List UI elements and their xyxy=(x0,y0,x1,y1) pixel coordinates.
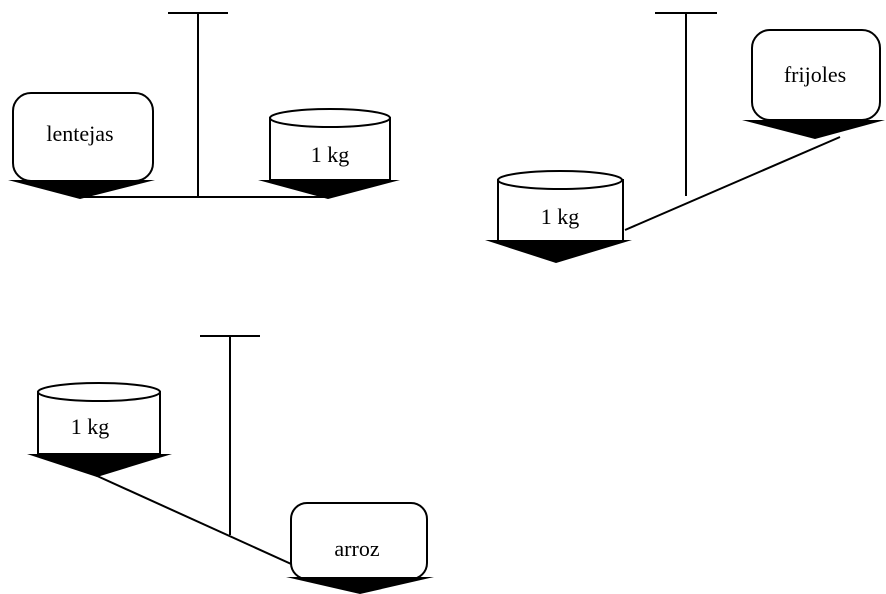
scale-3-weight-top xyxy=(37,382,161,402)
scale-3-left-pan-plate xyxy=(27,454,172,477)
scale-balanced: lentejas 1 kg xyxy=(8,12,400,199)
scale-1-weight-label: 1 kg xyxy=(311,142,350,167)
scale-3-weight-label: 1 kg xyxy=(71,414,110,439)
scale-3-right-pan: arroz xyxy=(286,502,434,594)
scale-tilted-left-up: 1 kg arroz xyxy=(27,335,434,594)
scale-1-right-pan: 1 kg xyxy=(258,108,400,199)
scale-2-right-pan: frijoles xyxy=(742,29,885,139)
scale-tilted-right-up: 1 kg frijoles xyxy=(485,12,885,263)
scale-3-left-pan: 1 kg xyxy=(27,382,172,477)
scale-2-left-pan-plate xyxy=(485,240,632,263)
scale-2-right-pan-plate xyxy=(742,120,885,139)
scale-3-beam xyxy=(94,474,301,569)
scale-3-right-pan-plate xyxy=(286,577,434,594)
scale-1-left-pan-plate xyxy=(8,180,155,199)
scale-1-right-pan-plate xyxy=(258,180,400,199)
lentejas-label: lentejas xyxy=(46,121,113,146)
scale-3-weight-body xyxy=(37,391,161,455)
frijoles-label: frijoles xyxy=(784,62,846,87)
scale-2-weight-top xyxy=(497,170,623,190)
scale-1-weight-top xyxy=(269,108,391,128)
scale-1-left-pan: lentejas xyxy=(8,92,155,199)
scale-2-left-pan: 1 kg xyxy=(485,170,632,263)
scale-2-weight-label: 1 kg xyxy=(541,204,580,229)
arroz-label: arroz xyxy=(334,536,379,561)
scale-2-beam xyxy=(624,136,841,231)
